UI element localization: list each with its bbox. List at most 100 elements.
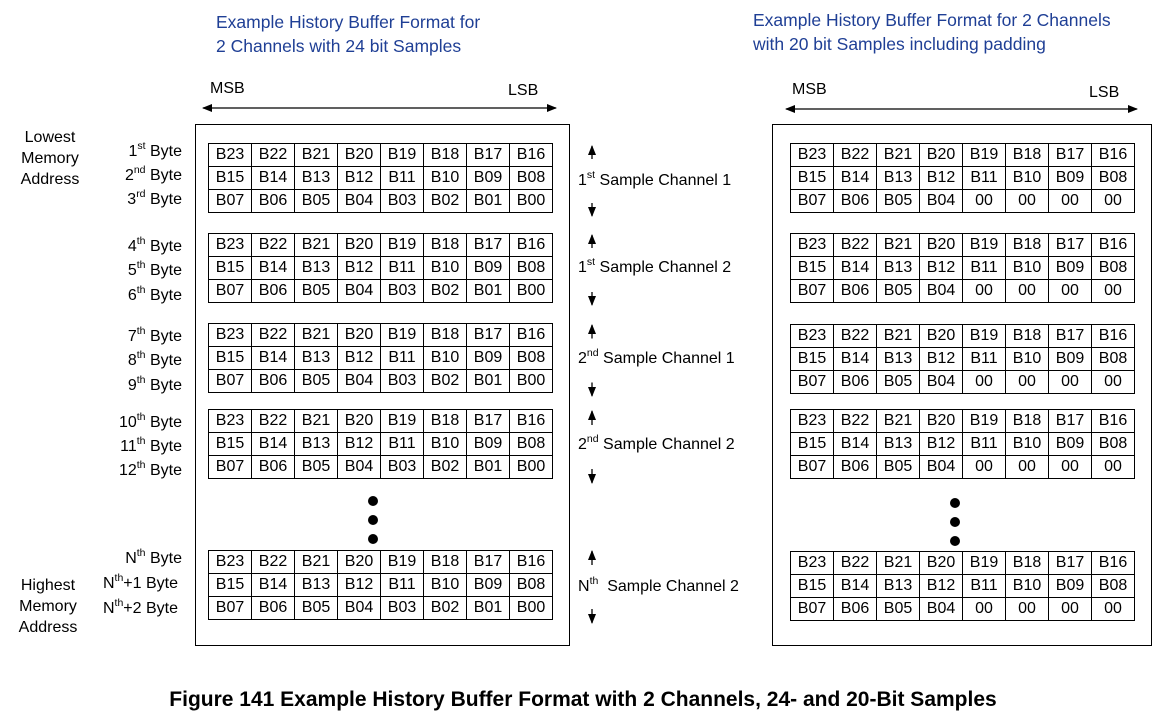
bit-cell: B22 — [251, 323, 295, 347]
bit-cell: B12 — [919, 166, 963, 190]
bit-cell: B16 — [509, 323, 553, 347]
bit-cell: B16 — [1091, 233, 1135, 257]
sample-label: 2nd Sample Channel 1 — [578, 347, 735, 367]
bit-cell: B08 — [509, 256, 553, 280]
bit-cell: 00 — [1048, 279, 1092, 303]
byte-label: 5th Byte — [127, 259, 182, 279]
bit-cell: B01 — [466, 369, 510, 393]
bit-cell: B18 — [423, 550, 467, 574]
bit-cell: B20 — [337, 233, 381, 257]
bit-cell: 00 — [1091, 189, 1135, 213]
bit-cell: B05 — [294, 369, 338, 393]
bit-cell: B13 — [876, 256, 920, 280]
bit-cell: B21 — [294, 550, 338, 574]
ellipsis-dot — [368, 496, 378, 506]
bit-cell: B06 — [251, 455, 295, 479]
bit-cell: B07 — [790, 597, 834, 621]
bit-cell: B23 — [790, 324, 834, 348]
bit-cell: B16 — [1091, 409, 1135, 433]
bit-cell: B13 — [294, 166, 338, 190]
bit-cell: B13 — [294, 256, 338, 280]
bit-cell: B23 — [208, 550, 252, 574]
bit-cell: B13 — [876, 347, 920, 371]
bit-cell: 00 — [962, 597, 1006, 621]
bit-cell: B09 — [1048, 574, 1092, 598]
bit-cell: B00 — [509, 279, 553, 303]
bit-cell: B07 — [790, 279, 834, 303]
bit-cell: B19 — [380, 409, 424, 433]
bit-cell: B06 — [833, 455, 877, 479]
bit-cell: B04 — [337, 455, 381, 479]
bit-cell: B17 — [466, 409, 510, 433]
bit-cell: B22 — [251, 550, 295, 574]
bit-cell: B15 — [208, 166, 252, 190]
bit-cell: B09 — [1048, 166, 1092, 190]
bit-cell: B08 — [509, 166, 553, 190]
bit-cell: B16 — [1091, 143, 1135, 167]
bit-cell: B10 — [1005, 574, 1049, 598]
bit-cell: B09 — [1048, 432, 1092, 456]
bit-cell: B18 — [1005, 143, 1049, 167]
bit-cell: B10 — [1005, 347, 1049, 371]
bit-cell: B11 — [380, 573, 424, 597]
bit-cell: B10 — [423, 346, 467, 370]
ellipsis-dot — [950, 498, 960, 508]
bit-cell: B07 — [790, 370, 834, 394]
byte-label: 12th Byte — [118, 459, 182, 479]
highest-line2: Memory — [19, 598, 77, 615]
bit-cell: B19 — [380, 550, 424, 574]
bit-cell: B13 — [294, 346, 338, 370]
byte-label: 4th Byte — [127, 235, 182, 255]
bit-cell: B14 — [251, 256, 295, 280]
ellipsis-dot — [368, 534, 378, 544]
bit-cell: 00 — [962, 189, 1006, 213]
lowest-memory-address: Lowest Memory Address — [14, 127, 86, 190]
bit-cell: B21 — [876, 409, 920, 433]
bit-cell: B17 — [1048, 324, 1092, 348]
bit-cell: B01 — [466, 455, 510, 479]
bit-cell: B19 — [380, 233, 424, 257]
bit-cell: B03 — [380, 596, 424, 620]
bit-cell: B19 — [380, 323, 424, 347]
bit-cell: B08 — [1091, 256, 1135, 280]
ellipsis-dot — [950, 536, 960, 546]
bit-cell: B21 — [294, 323, 338, 347]
bit-cell: B03 — [380, 189, 424, 213]
bit-cell: B13 — [876, 574, 920, 598]
byte-label: Nth+2 Byte — [102, 597, 178, 617]
bit-cell: B23 — [790, 409, 834, 433]
bit-cell: B04 — [919, 597, 963, 621]
bit-cell: B19 — [962, 143, 1006, 167]
bit-cell: B17 — [1048, 409, 1092, 433]
bit-cell: B06 — [251, 596, 295, 620]
bit-cell: 00 — [1048, 597, 1092, 621]
bit-cell: B21 — [876, 551, 920, 575]
left-title: Example History Buffer Format for 2 Chan… — [216, 10, 480, 58]
bit-cell: B22 — [833, 233, 877, 257]
bit-cell: 00 — [1005, 455, 1049, 479]
bit-cell: 00 — [962, 279, 1006, 303]
bit-cell: B17 — [1048, 551, 1092, 575]
bit-cell: B08 — [1091, 432, 1135, 456]
bit-cell: B23 — [208, 323, 252, 347]
bit-cell: B23 — [208, 143, 252, 167]
bit-cell: B12 — [337, 573, 381, 597]
bit-cell: B08 — [1091, 347, 1135, 371]
bit-cell: B14 — [833, 574, 877, 598]
bit-cell: B12 — [337, 346, 381, 370]
bit-cell: B20 — [919, 551, 963, 575]
bit-cell: B00 — [509, 369, 553, 393]
